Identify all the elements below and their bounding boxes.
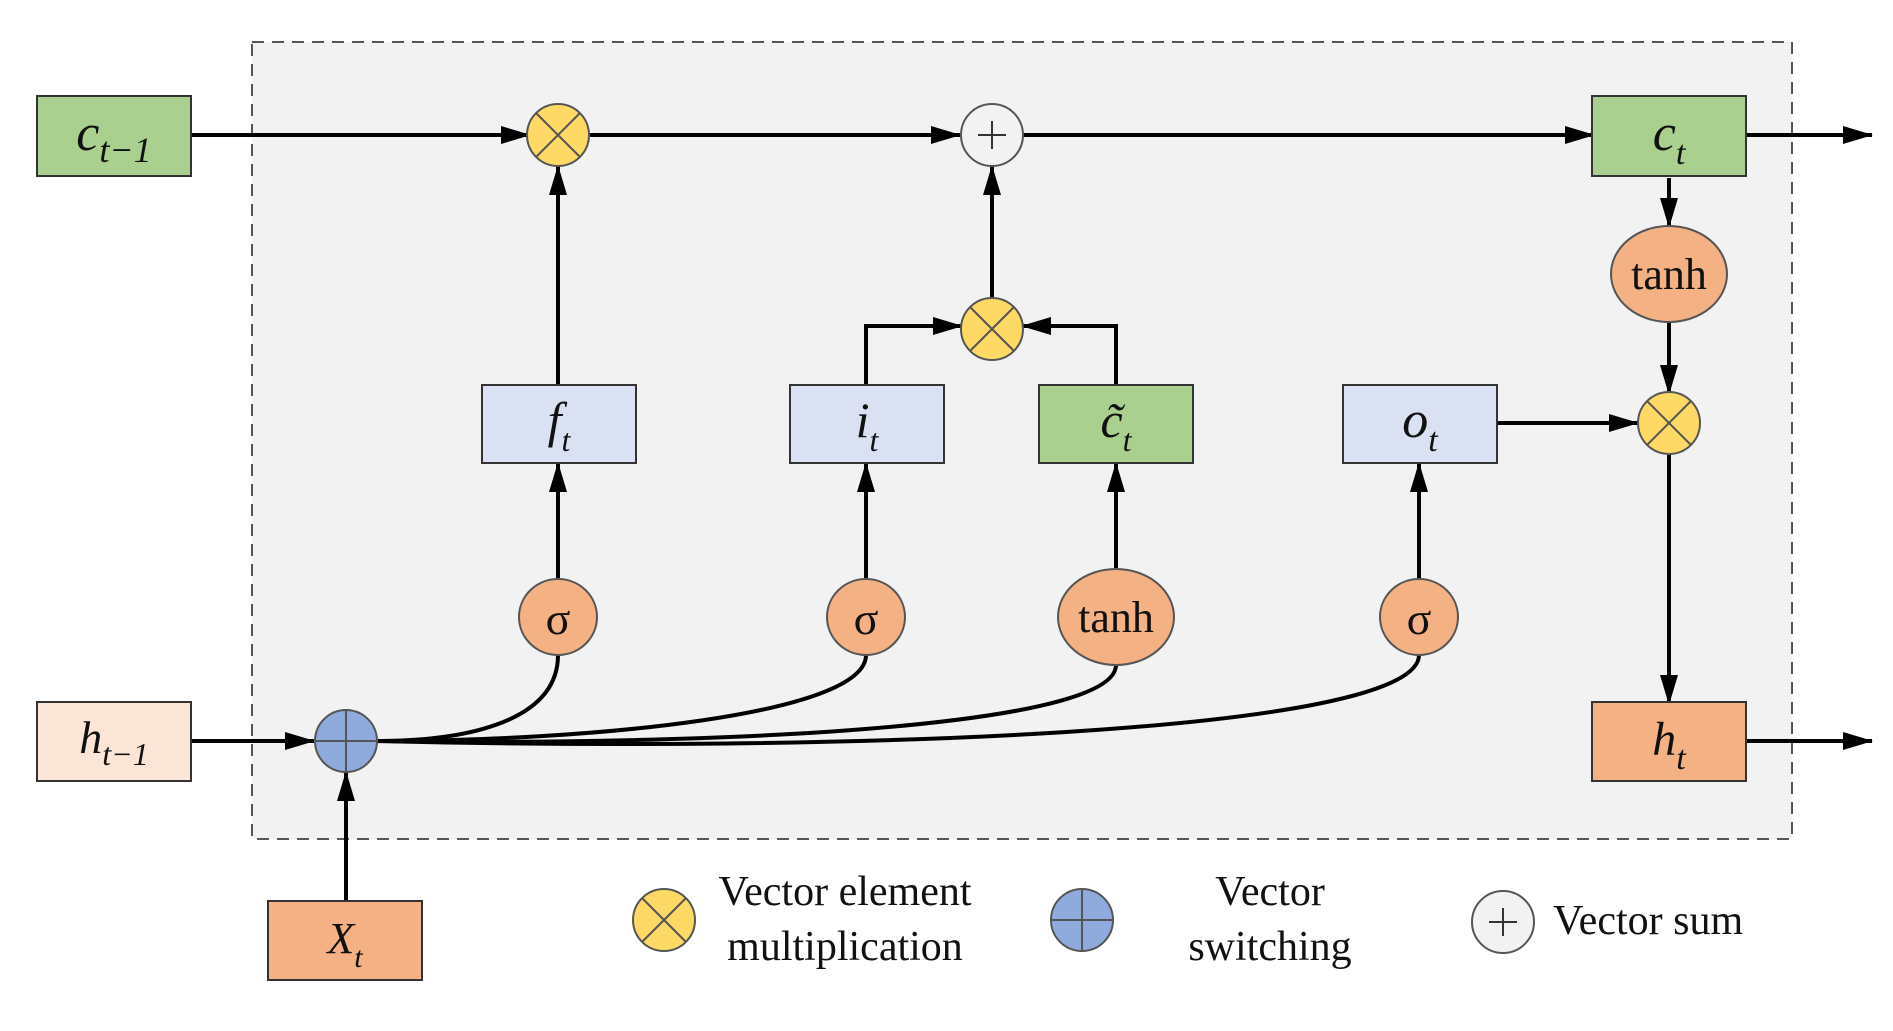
- activation-labels: σ σ tanh σ tanh: [546, 250, 1707, 644]
- x-sub: t: [354, 941, 363, 974]
- forget-multiply-node: [526, 103, 590, 167]
- x-input-box: [267, 900, 423, 981]
- forget-gate-box: [481, 384, 637, 464]
- legend-switch-label-line1: Vector: [1215, 869, 1325, 915]
- legend-switch-icon: [1050, 888, 1114, 952]
- h-prev-label: ht−1: [79, 712, 148, 772]
- box-labels: ct−1 ht−1 Xt ft it c̃t ot ct ht: [76, 105, 1687, 974]
- it-sub: t: [870, 422, 880, 458]
- h-prev-sub: t−1: [102, 736, 148, 772]
- legend-sum-icon: [1471, 890, 1535, 954]
- ft-sub: t: [562, 422, 572, 458]
- x-base: X: [325, 914, 356, 963]
- legend-multiply-label-line2: multiplication: [727, 924, 963, 970]
- sigma-output-label: σ: [1407, 593, 1432, 644]
- ctilde-to-input-multiply: [1021, 317, 1118, 385]
- c-prev-sub: t−1: [99, 130, 151, 170]
- ctilde-label: c̃t: [1100, 392, 1132, 458]
- legend: Vector element multiplication Vector swi…: [632, 869, 1743, 970]
- vector-switch-node: [314, 709, 378, 773]
- state-boxes: [36, 95, 1747, 981]
- ctilde-base: c̃: [1100, 392, 1125, 448]
- output-gate-box: [1342, 384, 1498, 464]
- connections: [192, 126, 1873, 900]
- sigma-forget-node: [518, 578, 598, 656]
- ctilde-sub: t: [1123, 422, 1133, 458]
- h-prev-base: h: [79, 712, 102, 763]
- h-out-box: [1591, 701, 1747, 782]
- legend-multiply-icon: [632, 888, 696, 952]
- legend-sum-label: Vector sum: [1553, 898, 1743, 944]
- c-out-base: c: [1653, 105, 1676, 162]
- input-multiply-node: [960, 297, 1024, 361]
- tanh-candidate-label: tanh: [1078, 593, 1154, 642]
- sigma-output-node: [1379, 578, 1459, 656]
- legend-switch-label-line2: switching: [1188, 924, 1351, 970]
- h-out-sub: t: [1676, 740, 1687, 777]
- h-out-label: ht: [1652, 713, 1687, 777]
- c-out-sub: t: [1676, 135, 1687, 172]
- times-icon: [969, 306, 1015, 352]
- sigma-input-node: [826, 578, 906, 656]
- tanh-candidate-node: [1057, 568, 1175, 666]
- sigma-input-label: σ: [854, 593, 879, 644]
- h-out-base: h: [1652, 713, 1676, 766]
- input-gate-box: [789, 384, 945, 464]
- c-prev-label: ct−1: [76, 105, 151, 170]
- it-base: i: [856, 392, 870, 448]
- plus-icon: [978, 121, 1006, 149]
- it-to-input-multiply: [864, 317, 963, 385]
- legend-multiply-label-line1: Vector element: [718, 869, 971, 915]
- output-multiply-node: [1637, 391, 1701, 455]
- candidate-cell-box: [1038, 384, 1194, 464]
- x-label: Xt: [325, 914, 363, 974]
- ot-sub: t: [1428, 422, 1439, 459]
- tanh-output-label: tanh: [1631, 250, 1707, 299]
- switch-to-sigma-o: [376, 654, 1421, 747]
- h-prev-box: [36, 701, 192, 782]
- c-out-label: ct: [1653, 105, 1687, 172]
- activation-nodes: [518, 225, 1728, 666]
- operator-nodes: [314, 103, 1701, 773]
- c-out-box: [1591, 95, 1747, 177]
- tanh-output-node: [1610, 225, 1728, 323]
- ot-label: ot: [1402, 392, 1439, 459]
- c-prev-base: c: [76, 105, 99, 162]
- times-icon: [1646, 400, 1692, 446]
- cross-icon: [315, 710, 377, 772]
- sigma-forget-label: σ: [546, 593, 571, 644]
- it-label: it: [856, 392, 880, 458]
- times-icon: [535, 112, 581, 158]
- cell-sum-node: [960, 103, 1024, 167]
- switch-to-sigma-i: [376, 654, 868, 743]
- c-prev-box: [36, 95, 192, 177]
- ot-base: o: [1402, 392, 1428, 449]
